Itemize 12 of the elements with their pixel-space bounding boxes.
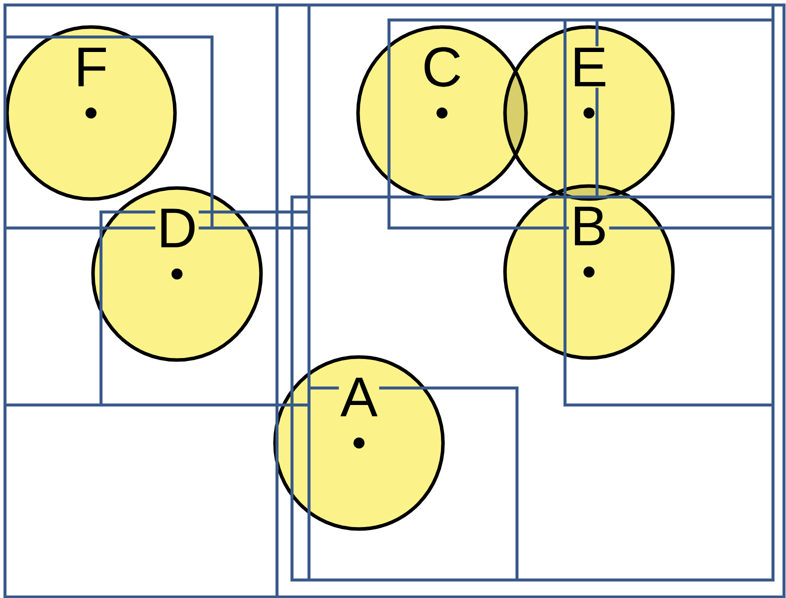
circle: [273, 355, 445, 531]
circle-letter: D: [155, 207, 199, 249]
circle: [503, 25, 675, 201]
circle: [503, 184, 675, 360]
circle-letter: C: [420, 46, 464, 88]
circle-letter: F: [72, 46, 110, 88]
circle-letter: B: [568, 205, 610, 247]
circle: [5, 25, 177, 201]
circle: [91, 186, 263, 362]
circle-letter: A: [338, 376, 380, 418]
circle-letter: E: [568, 46, 610, 88]
circle: [356, 25, 528, 201]
